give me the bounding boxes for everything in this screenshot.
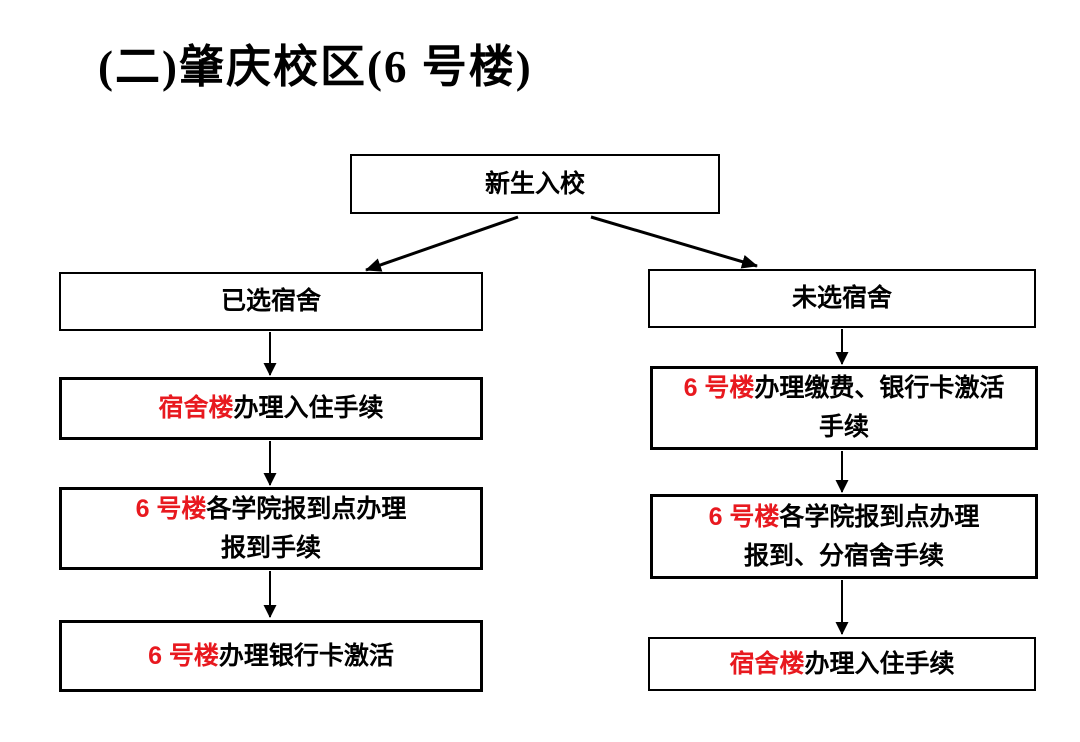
node-text: 未选宿舍 [791,284,892,312]
flow-node-right-header: 未选宿舍 [648,269,1036,328]
arrow-root-to-right-branch [590,215,758,269]
flow-node-left-step1: 宿舍楼办理入住手续 [59,377,483,440]
node-text: 6 号楼各学院报到点办理 [136,490,407,529]
location-highlight: 宿舍楼 [158,394,234,422]
node-text: 已选宿舍 [220,287,321,315]
flow-node-right-step3: 宿舍楼办理入住手续 [648,637,1036,691]
flow-node-left-step2: 6 号楼各学院报到点办理 报到手续 [59,487,483,570]
node-text: 6 号楼各学院报到点办理 [709,498,980,537]
node-text-line2: 报到手续 [220,533,321,562]
node-text-rest: 各学院报到点办理 [779,502,980,531]
location-highlight: 6 号楼 [135,494,207,523]
location-highlight: 6 号楼 [708,502,780,531]
location-highlight: 6 号楼 [148,641,219,670]
node-text-rest: 各学院报到点办理 [206,494,407,523]
flow-node-right-step2: 6 号楼各学院报到点办理 报到、分宿舍手续 [650,494,1038,579]
node-text-line2: 手续 [818,413,869,441]
flow-node-right-step1: 6 号楼办理缴费、银行卡激活 手续 [650,366,1038,450]
node-text: 宿舍楼办理入住手续 [729,645,954,684]
node-text-rest: 办理银行卡激活 [218,641,394,670]
page-title: (二)肇庆校区(6 号楼) [98,42,533,92]
node-text: 宿舍楼办理入住手续 [158,389,383,428]
location-highlight: 6 号楼 [683,374,755,402]
node-text-rest: 办理缴费、银行卡激活 [754,374,1005,402]
node-text-line2: 报到、分宿舍手续 [743,541,944,570]
node-text: 6 号楼办理银行卡激活 [148,637,394,676]
arrow-root-to-left-branch [365,215,519,272]
location-highlight: 宿舍楼 [729,649,805,678]
flow-node-left-step3: 6 号楼办理银行卡激活 [59,620,483,692]
node-text-rest: 办理入住手续 [233,394,384,422]
node-text: 6 号楼办理缴费、银行卡激活 [684,369,1005,408]
flow-node-left-header: 已选宿舍 [59,272,483,331]
flow-node-root: 新生入校 [350,154,720,214]
node-text: 新生入校 [484,169,585,198]
node-text-rest: 办理入住手续 [804,649,955,678]
